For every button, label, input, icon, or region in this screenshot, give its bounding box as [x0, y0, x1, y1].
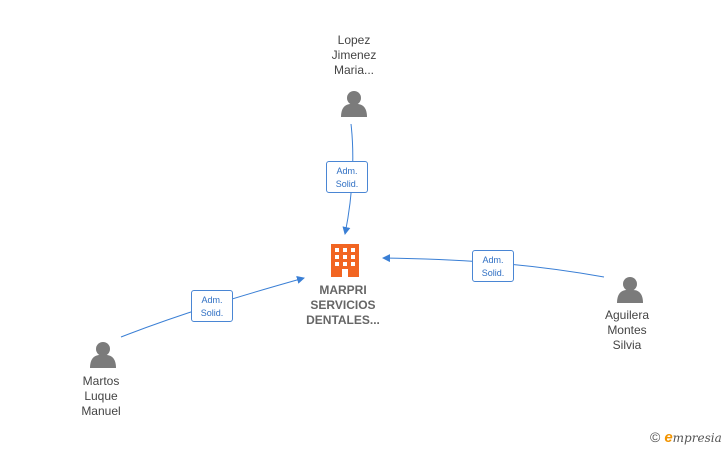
- copyright-icon: ©: [650, 429, 661, 445]
- person-icon[interactable]: [341, 91, 367, 117]
- label-line: Jimenez: [331, 48, 377, 62]
- brand-initial: e: [664, 429, 673, 446]
- label-line: SERVICIOS: [310, 298, 376, 312]
- label-line: Martos: [82, 374, 120, 388]
- edge-label-line: Adm.: [201, 295, 223, 305]
- node-label-aguilera[interactable]: Aguilera Montes Silvia: [572, 308, 682, 353]
- label-line: Aguilera: [604, 308, 650, 322]
- label-line: Maria...: [333, 63, 374, 77]
- label-line: Manuel: [81, 404, 121, 418]
- edge-label-line: Adm.: [482, 255, 504, 265]
- edge-label-line: Solid.: [335, 179, 359, 189]
- brand-logo: ©empresia: [650, 429, 722, 449]
- node-label-lopez[interactable]: Lopez Jimenez Maria...: [299, 33, 409, 78]
- person-icon[interactable]: [617, 277, 643, 303]
- label-line: Lopez: [337, 33, 371, 47]
- edge-label-line: Adm.: [336, 166, 358, 176]
- label-line: DENTALES...: [306, 313, 380, 327]
- edge-label-lopez[interactable]: Adm. Solid.: [326, 161, 368, 193]
- node-label-company[interactable]: MARPRI SERVICIOS DENTALES...: [278, 283, 408, 328]
- label-line: Silvia: [612, 338, 642, 352]
- person-icon[interactable]: [90, 342, 116, 368]
- label-line: Montes: [607, 323, 647, 337]
- edge-label-aguilera[interactable]: Adm. Solid.: [472, 250, 514, 282]
- brand-name: mpresia: [672, 431, 722, 445]
- label-line: Luque: [84, 389, 118, 403]
- node-label-martos[interactable]: Martos Luque Manuel: [46, 374, 156, 419]
- edge-label-martos[interactable]: Adm. Solid.: [191, 290, 233, 322]
- edge-label-line: Solid.: [200, 308, 224, 318]
- label-line: MARPRI: [319, 283, 367, 297]
- edge-label-line: Solid.: [481, 268, 505, 278]
- building-icon[interactable]: [331, 244, 359, 277]
